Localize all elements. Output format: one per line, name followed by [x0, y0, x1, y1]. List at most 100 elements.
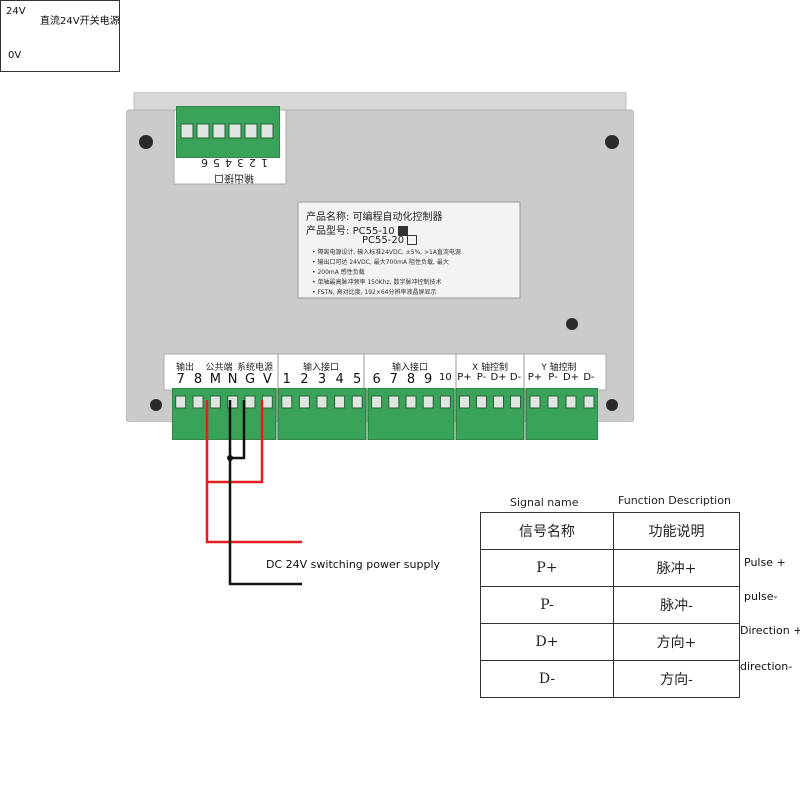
product-name-key: 产品名称:	[306, 212, 350, 223]
header-function-cn: 功能说明	[613, 512, 740, 550]
terminal-screw	[209, 395, 221, 409]
pin-label: 1	[282, 372, 291, 387]
pin-label: 2	[300, 372, 309, 387]
top-terminal-screw	[212, 123, 226, 139]
signal-cell: P-	[480, 586, 614, 624]
pin-label: G	[244, 372, 256, 387]
function-cell: 方向+	[613, 623, 740, 661]
top-terminal-screw	[244, 123, 258, 139]
group-label-yaxis: Y 轴控制	[541, 363, 577, 373]
top-terminal-screw	[228, 123, 242, 139]
group-label-input1: 输入接口	[302, 363, 339, 373]
group-label-xaxis: X 轴控制	[471, 363, 509, 373]
function-cell: 方向-	[613, 660, 740, 698]
model-b: PC55-20	[362, 235, 405, 246]
power-supply-box: 24V 直流24V开关电源 0V	[0, 0, 120, 72]
function-cell: 脉冲+	[613, 549, 740, 587]
product-model-label: 产品型号: PC55-10	[306, 222, 408, 237]
terminal-screw	[175, 395, 187, 409]
spec-lines: • 隔离电源设计, 输入标准24VDC, ±5%, >1A直流电源• 输出口可达…	[312, 248, 492, 298]
terminal-screw	[316, 395, 328, 409]
signal-cell: D-	[480, 660, 614, 698]
product-name-label: 产品名称: 可编程自动化控制器	[306, 208, 443, 223]
psu-title-cn: 直流24V开关电源	[40, 16, 120, 27]
top-terminal-screw	[180, 123, 194, 139]
terminal-screw	[371, 395, 383, 409]
model-a-checkbox	[397, 226, 408, 236]
psu-title-en: DC 24V switching power supply	[266, 558, 441, 571]
terminal-screw	[351, 395, 363, 409]
product-model-key: 产品型号:	[306, 226, 350, 237]
psu-24v-label: 24V	[6, 6, 26, 17]
terminal-screw	[439, 395, 451, 409]
terminal-screw	[405, 395, 417, 409]
pin-label: 5	[353, 372, 362, 387]
model-a: PC55-10	[352, 226, 395, 237]
controller-device	[126, 92, 634, 422]
group-label-common: 公共端	[205, 363, 233, 373]
pin-label: N	[227, 372, 238, 387]
table-header-row: 信号名称 功能说明	[480, 512, 740, 550]
pin-label: V	[262, 372, 272, 387]
pin-label: P+	[527, 372, 543, 383]
table-row: D- 方向-	[480, 660, 740, 698]
pin-label: 8	[406, 372, 416, 387]
terminal-screw	[459, 395, 470, 409]
row-desc-direction-minus: direction-	[740, 660, 793, 673]
signal-table: 信号名称 功能说明 P+ 脉冲+ P- 脉冲- D+ 方向+ D- 方向-	[480, 512, 740, 698]
header-function-en: Function Description	[618, 494, 731, 507]
terminal-screw	[493, 395, 504, 409]
terminal-screw	[583, 395, 595, 409]
spec-line: • 输出口可达 24VDC, 最大700mA 阻性负载, 最大	[312, 259, 449, 266]
pin-label: P+	[457, 372, 472, 383]
terminal-screw	[565, 395, 577, 409]
spec-line: • 200mA 感性负载	[312, 269, 365, 276]
pin-label: 8	[193, 372, 203, 387]
group-label-power: 系统电源	[236, 363, 273, 373]
group-label-input2: 输入接口	[391, 363, 428, 373]
header-signal-cn: 信号名称	[480, 512, 614, 550]
group-label-output: 输出	[175, 363, 194, 373]
table-row: P+ 脉冲+	[480, 549, 740, 587]
pin-label: 7	[176, 372, 185, 387]
signal-cell: P+	[480, 549, 614, 587]
row-desc-direction-plus: Direction +	[740, 624, 800, 637]
table-row: P- 脉冲-	[480, 586, 740, 624]
terminal-screw	[334, 395, 346, 409]
function-cell: 脉冲-	[613, 586, 740, 624]
spec-line: • 单轴最高脉冲频率 150Khz, 数字脉冲控制技术	[312, 279, 442, 286]
row-desc-pulse-minus: pulse-	[744, 590, 778, 603]
terminal-screw	[529, 395, 541, 409]
pin-label: 7	[389, 372, 398, 387]
bottom-terminal-blocks	[172, 388, 598, 440]
top-terminal-screw	[196, 123, 210, 139]
terminal-screw	[422, 395, 434, 409]
pin-label: D+	[490, 372, 507, 383]
pin-label: D+	[562, 372, 580, 383]
terminal-screw	[192, 395, 204, 409]
model-b-checkbox	[407, 235, 418, 245]
spec-line: • FSTN, 高对比度, 192×64分辨率液晶屏显示	[312, 289, 437, 296]
pin-label: M	[209, 372, 221, 387]
terminal-screw	[547, 395, 559, 409]
pin-label: D-	[583, 372, 595, 383]
terminal-screw	[476, 395, 487, 409]
terminal-screw	[298, 395, 310, 409]
model-b-row: PC55-20	[362, 235, 418, 246]
pin-label: D-	[509, 372, 522, 383]
terminal-block	[172, 388, 277, 440]
table-row: D+ 方向+	[480, 623, 740, 661]
pin-label: 10	[439, 372, 452, 383]
pin-label: P-	[548, 372, 558, 383]
signal-cell: D+	[480, 623, 614, 661]
top-output-connector	[176, 106, 280, 158]
terminal-screw	[510, 395, 521, 409]
psu-0v-label: 0V	[8, 50, 22, 61]
pin-label: 9	[424, 372, 433, 387]
pin-label: 6	[372, 372, 381, 387]
product-name-value: 可编程自动化控制器	[352, 212, 443, 223]
black-wire-0v	[228, 400, 302, 586]
terminal-screw	[227, 395, 239, 409]
